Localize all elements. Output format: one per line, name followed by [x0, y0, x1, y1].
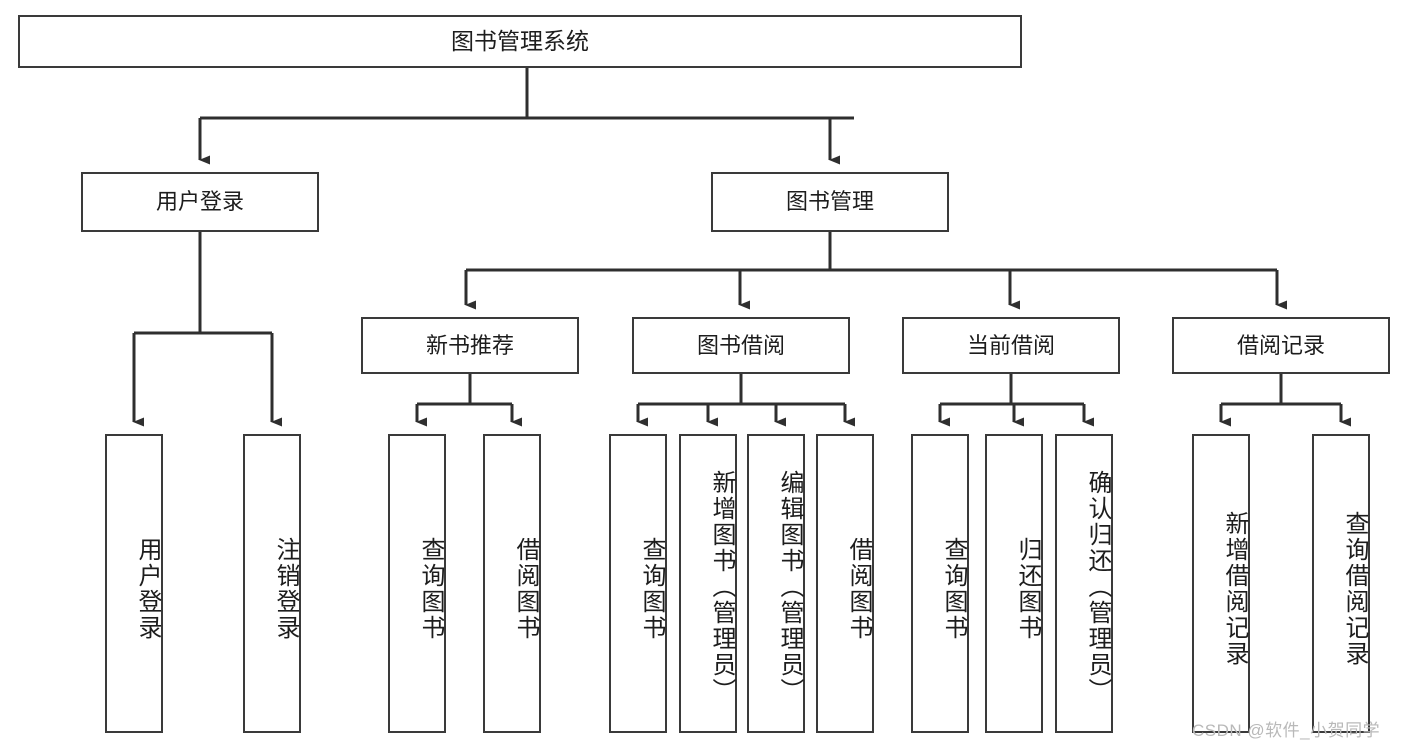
edge-new-book-recommend-to-leaves [415, 374, 522, 427]
edge-borrow-record-to-leaves [1219, 374, 1351, 427]
node-leaf-query-book-borrow[interactable]: 查询图书 [609, 434, 667, 733]
node-label: 图书借阅 [696, 332, 785, 358]
edge-root-to-modules [198, 68, 854, 165]
node-module-user-login[interactable]: 用户登录 [81, 172, 319, 232]
node-leaf-user-logout[interactable]: 注销登录 [243, 434, 301, 733]
node-label: 用户登录 [134, 536, 161, 641]
node-label: 查询图书 [940, 536, 967, 641]
node-label: 注销登录 [272, 536, 299, 641]
node-leaf-borrow-book-recommend[interactable]: 借阅图书 [483, 434, 541, 733]
node-label: 确认归还（管理员） [1084, 469, 1111, 704]
node-leaf-query-book-current[interactable]: 查询图书 [911, 434, 969, 733]
node-label: 当前借阅 [966, 332, 1055, 358]
node-label: 借阅图书 [845, 536, 872, 641]
csdn-watermark: CSDN @软件_小贺同学 [1192, 721, 1381, 740]
node-leaf-return-book[interactable]: 归还图书 [985, 434, 1043, 733]
node-label: 新书推荐 [425, 332, 514, 358]
node-feature-book-borrow[interactable]: 图书借阅 [632, 317, 850, 374]
node-leaf-edit-book-admin[interactable]: 编辑图书（管理员） [747, 434, 805, 733]
node-label: 新增借阅记录 [1221, 510, 1248, 667]
node-leaf-user-login[interactable]: 用户登录 [105, 434, 163, 733]
node-leaf-confirm-return-admin[interactable]: 确认归还（管理员） [1055, 434, 1113, 733]
node-label: 查询图书 [638, 536, 665, 641]
edge-current-borrow-to-leaves [938, 374, 1094, 427]
node-leaf-add-borrow-record[interactable]: 新增借阅记录 [1192, 434, 1250, 733]
edge-book-borrow-to-leaves [636, 374, 855, 427]
node-feature-current-borrow[interactable]: 当前借阅 [902, 317, 1120, 374]
node-label: 图书管理 [785, 189, 874, 215]
node-feature-new-book-recommend[interactable]: 新书推荐 [361, 317, 579, 374]
node-label: 查询借阅记录 [1341, 510, 1368, 667]
node-leaf-query-book-recommend[interactable]: 查询图书 [388, 434, 446, 733]
node-label: 归还图书 [1014, 536, 1041, 641]
node-label: 借阅图书 [512, 536, 539, 641]
node-module-book-management[interactable]: 图书管理 [711, 172, 949, 232]
node-root-book-management-system[interactable]: 图书管理系统 [18, 15, 1022, 68]
node-leaf-query-borrow-record[interactable]: 查询借阅记录 [1312, 434, 1370, 733]
edge-book-management-to-features [464, 232, 1287, 310]
edge-user-login-to-leaves [132, 232, 282, 427]
node-leaf-borrow-book[interactable]: 借阅图书 [816, 434, 874, 733]
node-label: 查询图书 [417, 536, 444, 641]
node-label: 用户登录 [155, 189, 244, 215]
node-label: 编辑图书（管理员） [776, 469, 803, 704]
node-label: 图书管理系统 [451, 27, 589, 54]
node-leaf-add-book-admin[interactable]: 新增图书（管理员） [679, 434, 737, 733]
node-label: 新增图书（管理员） [708, 469, 735, 704]
node-feature-borrow-record[interactable]: 借阅记录 [1172, 317, 1390, 374]
node-label: 借阅记录 [1236, 332, 1325, 358]
